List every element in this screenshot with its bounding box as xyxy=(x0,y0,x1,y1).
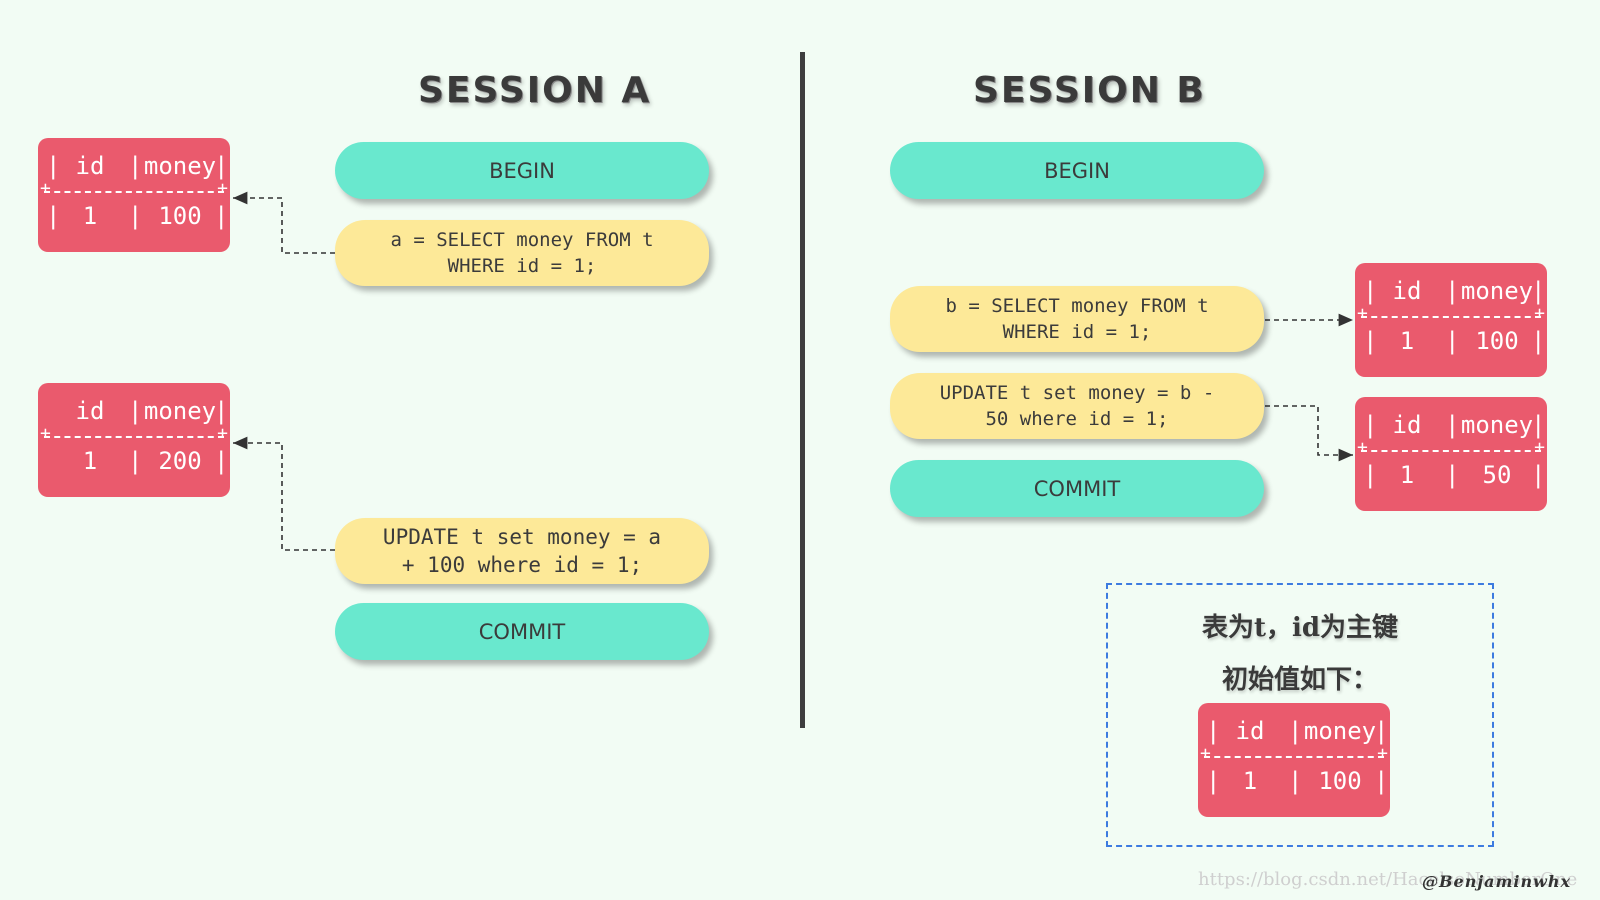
table-header-id: id xyxy=(1392,411,1422,439)
session-divider xyxy=(800,52,805,728)
arrow-a-update xyxy=(233,436,335,551)
table-header-id: id xyxy=(75,152,105,180)
session-b-update: UPDATE t set money = b - 50 where id = 1… xyxy=(890,373,1264,439)
table-header-money: money xyxy=(1303,717,1377,745)
session-a-begin: BEGIN xyxy=(335,142,709,199)
table-header-money: money xyxy=(143,397,217,425)
session-a-title: SESSION A xyxy=(418,70,652,111)
table-a-select-result: | id | money | | 1 | 100 | xyxy=(38,138,230,252)
table-header-money: money xyxy=(1460,277,1534,305)
session-a-commit: COMMIT xyxy=(335,603,709,660)
table-cell-id: 1 xyxy=(82,447,98,475)
table-cell-id: 1 xyxy=(82,202,98,230)
table-a-update-result: id | money | 1 | 200 | xyxy=(38,383,230,497)
table-header-money: money xyxy=(143,152,217,180)
session-a-update: UPDATE t set money = a + 100 where id = … xyxy=(335,518,709,584)
session-a-select: a = SELECT money FROM t WHERE id = 1; xyxy=(335,220,709,286)
table-cell-money: 100 xyxy=(158,202,202,230)
table-b-select-result: | id | money | | 1 | 100 | xyxy=(1355,263,1547,377)
table-header-id: id xyxy=(75,397,105,425)
note-line-table-info: 表为t，id为主键 xyxy=(1201,613,1399,643)
table-cell-money: 50 xyxy=(1482,461,1512,489)
arrow-b-update xyxy=(1265,405,1353,462)
table-cell-id: 1 xyxy=(1242,767,1258,795)
table-b-update-result: | id | money | | 1 | 50 | xyxy=(1355,397,1547,511)
table-cell-money: 100 xyxy=(1475,327,1519,355)
table-cell-money: 100 xyxy=(1318,767,1362,795)
session-b-begin: BEGIN xyxy=(890,142,1264,199)
arrow-a-select xyxy=(233,191,335,254)
table-header-money: money xyxy=(1460,411,1534,439)
table-initial-values: | id | money | | 1 | 100 | xyxy=(1198,703,1390,817)
table-cell-money: 200 xyxy=(158,447,202,475)
session-b-commit: COMMIT xyxy=(890,460,1264,517)
session-b-select: b = SELECT money FROM t WHERE id = 1; xyxy=(890,286,1264,352)
table-header-id: id xyxy=(1235,717,1265,745)
table-cell-id: 1 xyxy=(1399,461,1415,489)
author-credit: @Benjaminwhx xyxy=(1422,872,1572,891)
watermark-url: https://blog.csdn.net/HacelsoNumberOne xyxy=(1198,869,1578,890)
initial-value-note: 表为t，id为主键 初始值如下： | id | money | | 1 | 10… xyxy=(1106,583,1494,847)
session-b-title: SESSION B xyxy=(973,70,1206,111)
table-cell-id: 1 xyxy=(1399,327,1415,355)
table-header-id: id xyxy=(1392,277,1422,305)
note-line-initial-values: 初始值如下： xyxy=(1221,665,1378,695)
